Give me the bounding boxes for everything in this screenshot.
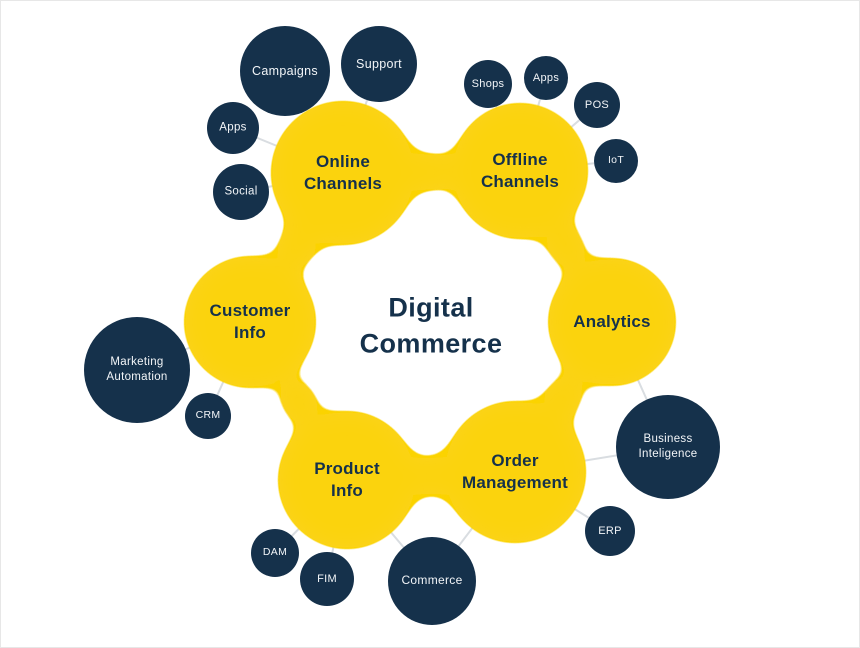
satellite-circle-erp [585, 506, 635, 556]
satellite-label-campaigns: Campaigns [252, 63, 318, 78]
hub-label-offline-channels: Offline Channels [480, 149, 560, 191]
satellite-circle-dam [251, 529, 299, 577]
diagram-center-title: Digital Commerce [359, 292, 503, 358]
satellite-circle-pos [574, 82, 620, 128]
satellite-label-iot: IoT [607, 154, 625, 167]
hub-bridge-offline-channels [547, 227, 585, 266]
hub-bridge-analytics [544, 378, 583, 416]
satellite-circle-support [341, 26, 417, 102]
hub-label-online-channels: Online Channels [303, 151, 383, 193]
hub-bridge-product-info [279, 382, 318, 420]
satellite-circle-commerce [388, 537, 476, 625]
satellite-circle-campaigns [240, 26, 330, 116]
hub-label-analytics: Analytics [573, 311, 651, 331]
satellite-circle-marketing-automation [84, 317, 190, 423]
hub-label-order-management: Order Management [462, 450, 568, 492]
satellite-label-dam: DAM [262, 546, 288, 559]
satellite-label-business-inteligence: Business Inteligence [638, 433, 698, 460]
hub-blob-customer-info [185, 257, 315, 387]
satellite-circle-fim [300, 552, 354, 606]
satellite-label-commerce: Commerce [401, 573, 463, 588]
satellite-label-fim: FIM [317, 572, 337, 585]
satellite-label-pos: POS [584, 98, 610, 111]
satellite-circle-shops [464, 60, 512, 108]
satellite-label-marketing-automation: Marketing Automation [106, 356, 168, 383]
satellite-label-social: Social [224, 185, 258, 198]
hub-blob-analytics [549, 259, 675, 385]
hub-bridge-order-management [412, 457, 450, 495]
hub-bridge-online-channels [412, 153, 451, 191]
satellite-label-apps-online: Apps [219, 121, 247, 134]
hub-label-customer-info: Customer Info [209, 300, 291, 342]
satellite-circle-social [213, 164, 269, 220]
satellite-label-apps-offline: Apps [532, 71, 560, 84]
hub-blobs-layer [185, 102, 675, 548]
hub-blob-product-info [279, 412, 415, 548]
satellite-circle-apps-offline [524, 56, 568, 100]
satellite-label-crm: CRM [195, 409, 221, 422]
satellite-label-shops: Shops [471, 77, 505, 90]
satellite-circle-iot [594, 139, 638, 183]
satellite-label-support: Support [356, 56, 402, 71]
hub-blob-offline-channels [453, 104, 587, 238]
hub-label-product-info: Product Info [314, 458, 380, 500]
hub-blob-order-management [445, 402, 585, 542]
satellite-circle-business-inteligence [616, 395, 720, 499]
satellite-label-erp: ERP [598, 524, 622, 537]
satellite-circle-apps-online [207, 102, 259, 154]
satellite-circle-crm [185, 393, 231, 439]
satellite-circles-layer [84, 26, 720, 625]
hub-bridge-customer-info [277, 228, 316, 267]
hub-blob-online-channels [272, 102, 414, 244]
